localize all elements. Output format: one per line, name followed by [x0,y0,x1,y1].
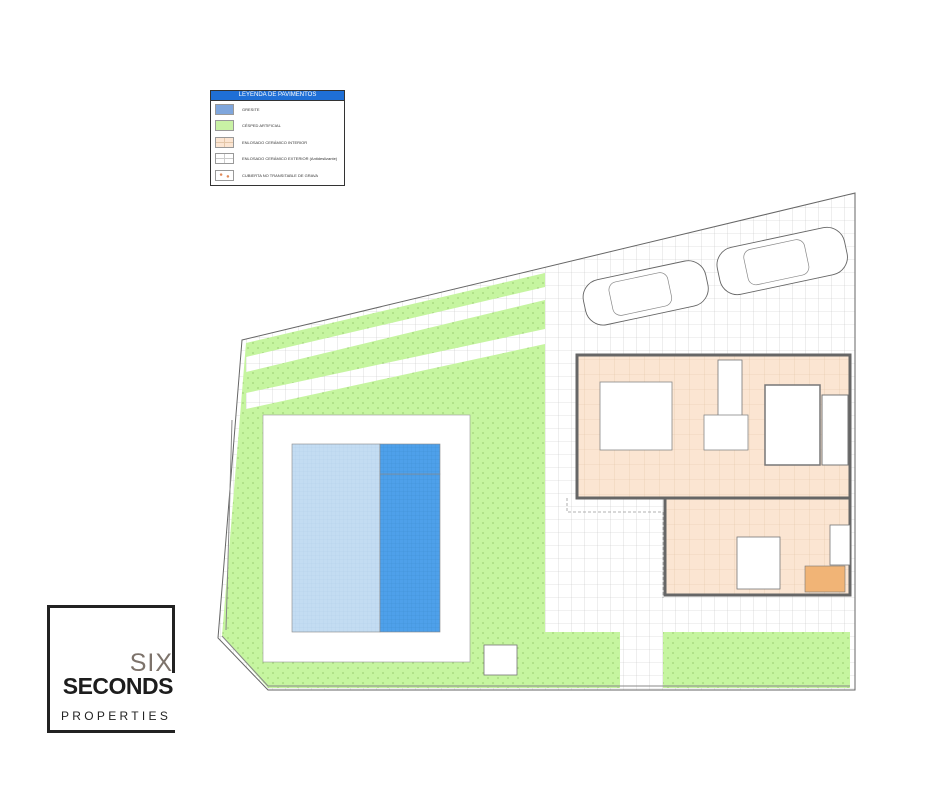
swatch-interior-icon [215,136,234,148]
bath-tiles [804,565,846,593]
garden-path [246,287,545,372]
legend-title: LEYENDA DE PAVIMENTOS [211,91,344,101]
legend-item: CUBIERTA NO TRANSITABLE DE GRAVA [211,167,344,184]
ensuite [829,524,851,566]
sofa-area [599,381,673,451]
pool-shallow [291,443,381,633]
logo-six: SIX [129,649,173,677]
legend-panel: LEYENDA DE PAVIMENTOS GRESITE CÉSPED ART… [210,90,345,186]
legend-label: CÉSPED ARTIFICIAL [242,123,281,129]
legend-label: GRESITE [242,106,260,112]
pool-steps [379,443,441,475]
car-icon [582,260,709,326]
legend-item: CÉSPED ARTIFICIAL [211,118,344,135]
legend-item: ENLOSADO CERÁMICO EXTERIOR (Antideslizan… [211,151,344,168]
swatch-grass-icon [215,120,234,132]
bathroom [764,384,821,466]
terrace-outline [566,498,664,598]
pool-equipment-box [483,644,518,676]
swatch-exterior-icon [215,153,234,165]
dining-table [703,414,749,451]
bed [736,536,781,590]
logo-seconds: SECONDS [62,673,174,699]
car-icon [716,226,848,296]
logo-properties: PROPERTIES [61,709,172,723]
side-path [620,632,663,688]
legend-label: ENLOSADO CERÁMICO EXTERIOR (Antideslizan… [242,156,338,162]
company-logo: SIX SECONDS PROPERTIES [47,605,175,733]
swatch-tile-icon [215,103,234,115]
garden-path [246,329,545,409]
swatch-gravel-icon [215,169,234,181]
boundary-wall [225,419,233,631]
boundary-wall [221,635,850,687]
pool-deep [379,473,441,633]
kitchen-counter [717,359,743,421]
legend-label: ENLOSADO CERÁMICO INTERIOR [242,139,308,145]
lawn-area [663,632,850,688]
legend-item: ENLOSADO CERÁMICO INTERIOR [211,134,344,151]
legend-label: CUBIERTA NO TRANSITABLE DE GRAVA [242,172,319,178]
stairs [821,394,849,466]
legend-item: GRESITE [211,101,344,118]
